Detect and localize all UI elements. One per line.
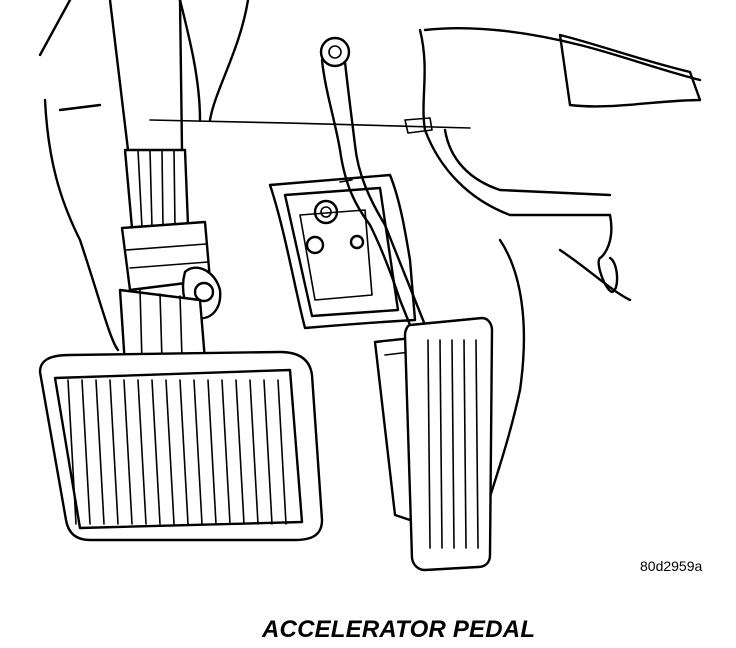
accelerator-pedal-illustration bbox=[38, 0, 702, 572]
brake-pedal-rib bbox=[277, 379, 287, 525]
brake-pedal-rib bbox=[207, 379, 217, 525]
steering-column bbox=[108, 0, 222, 367]
brake-pedal-ribs bbox=[67, 379, 287, 525]
brake-pedal bbox=[38, 350, 324, 542]
dash-trim bbox=[404, 26, 702, 294]
brake-pedal-rib bbox=[123, 379, 133, 525]
brake-pedal-rib bbox=[235, 379, 245, 525]
brake-pedal-rib bbox=[193, 379, 203, 525]
brake-pedal-rib bbox=[67, 379, 77, 525]
accelerator-pedal-rib bbox=[427, 339, 431, 549]
accelerator-pedal-rib bbox=[475, 339, 479, 549]
brake-pedal-rib bbox=[179, 379, 189, 525]
brake-pedal-rib bbox=[151, 379, 161, 525]
figure-code: 80d2959a bbox=[640, 558, 703, 574]
brake-pedal-rib bbox=[81, 379, 91, 525]
pedal-arm bbox=[319, 36, 427, 327]
accelerator-pedal-rib bbox=[439, 339, 443, 549]
brake-pedal-rib bbox=[95, 379, 105, 525]
accelerator-pedal-rib bbox=[451, 339, 455, 549]
brake-pedal-rib bbox=[249, 379, 259, 525]
brake-pedal-rib bbox=[221, 379, 231, 525]
floor-outline bbox=[38, 0, 632, 567]
brake-pedal-rib bbox=[109, 379, 119, 525]
accelerator-pedal-rib bbox=[463, 339, 467, 549]
pedal-bracket bbox=[268, 173, 417, 330]
accelerator-pedal-ribs bbox=[427, 339, 479, 549]
figure-caption: ACCELERATOR PEDAL bbox=[262, 616, 536, 643]
accelerator-pedal-pad bbox=[373, 316, 494, 572]
brake-pedal-rib bbox=[137, 379, 147, 525]
brake-pedal-rib bbox=[165, 379, 175, 525]
brake-pedal-rib bbox=[263, 379, 273, 525]
